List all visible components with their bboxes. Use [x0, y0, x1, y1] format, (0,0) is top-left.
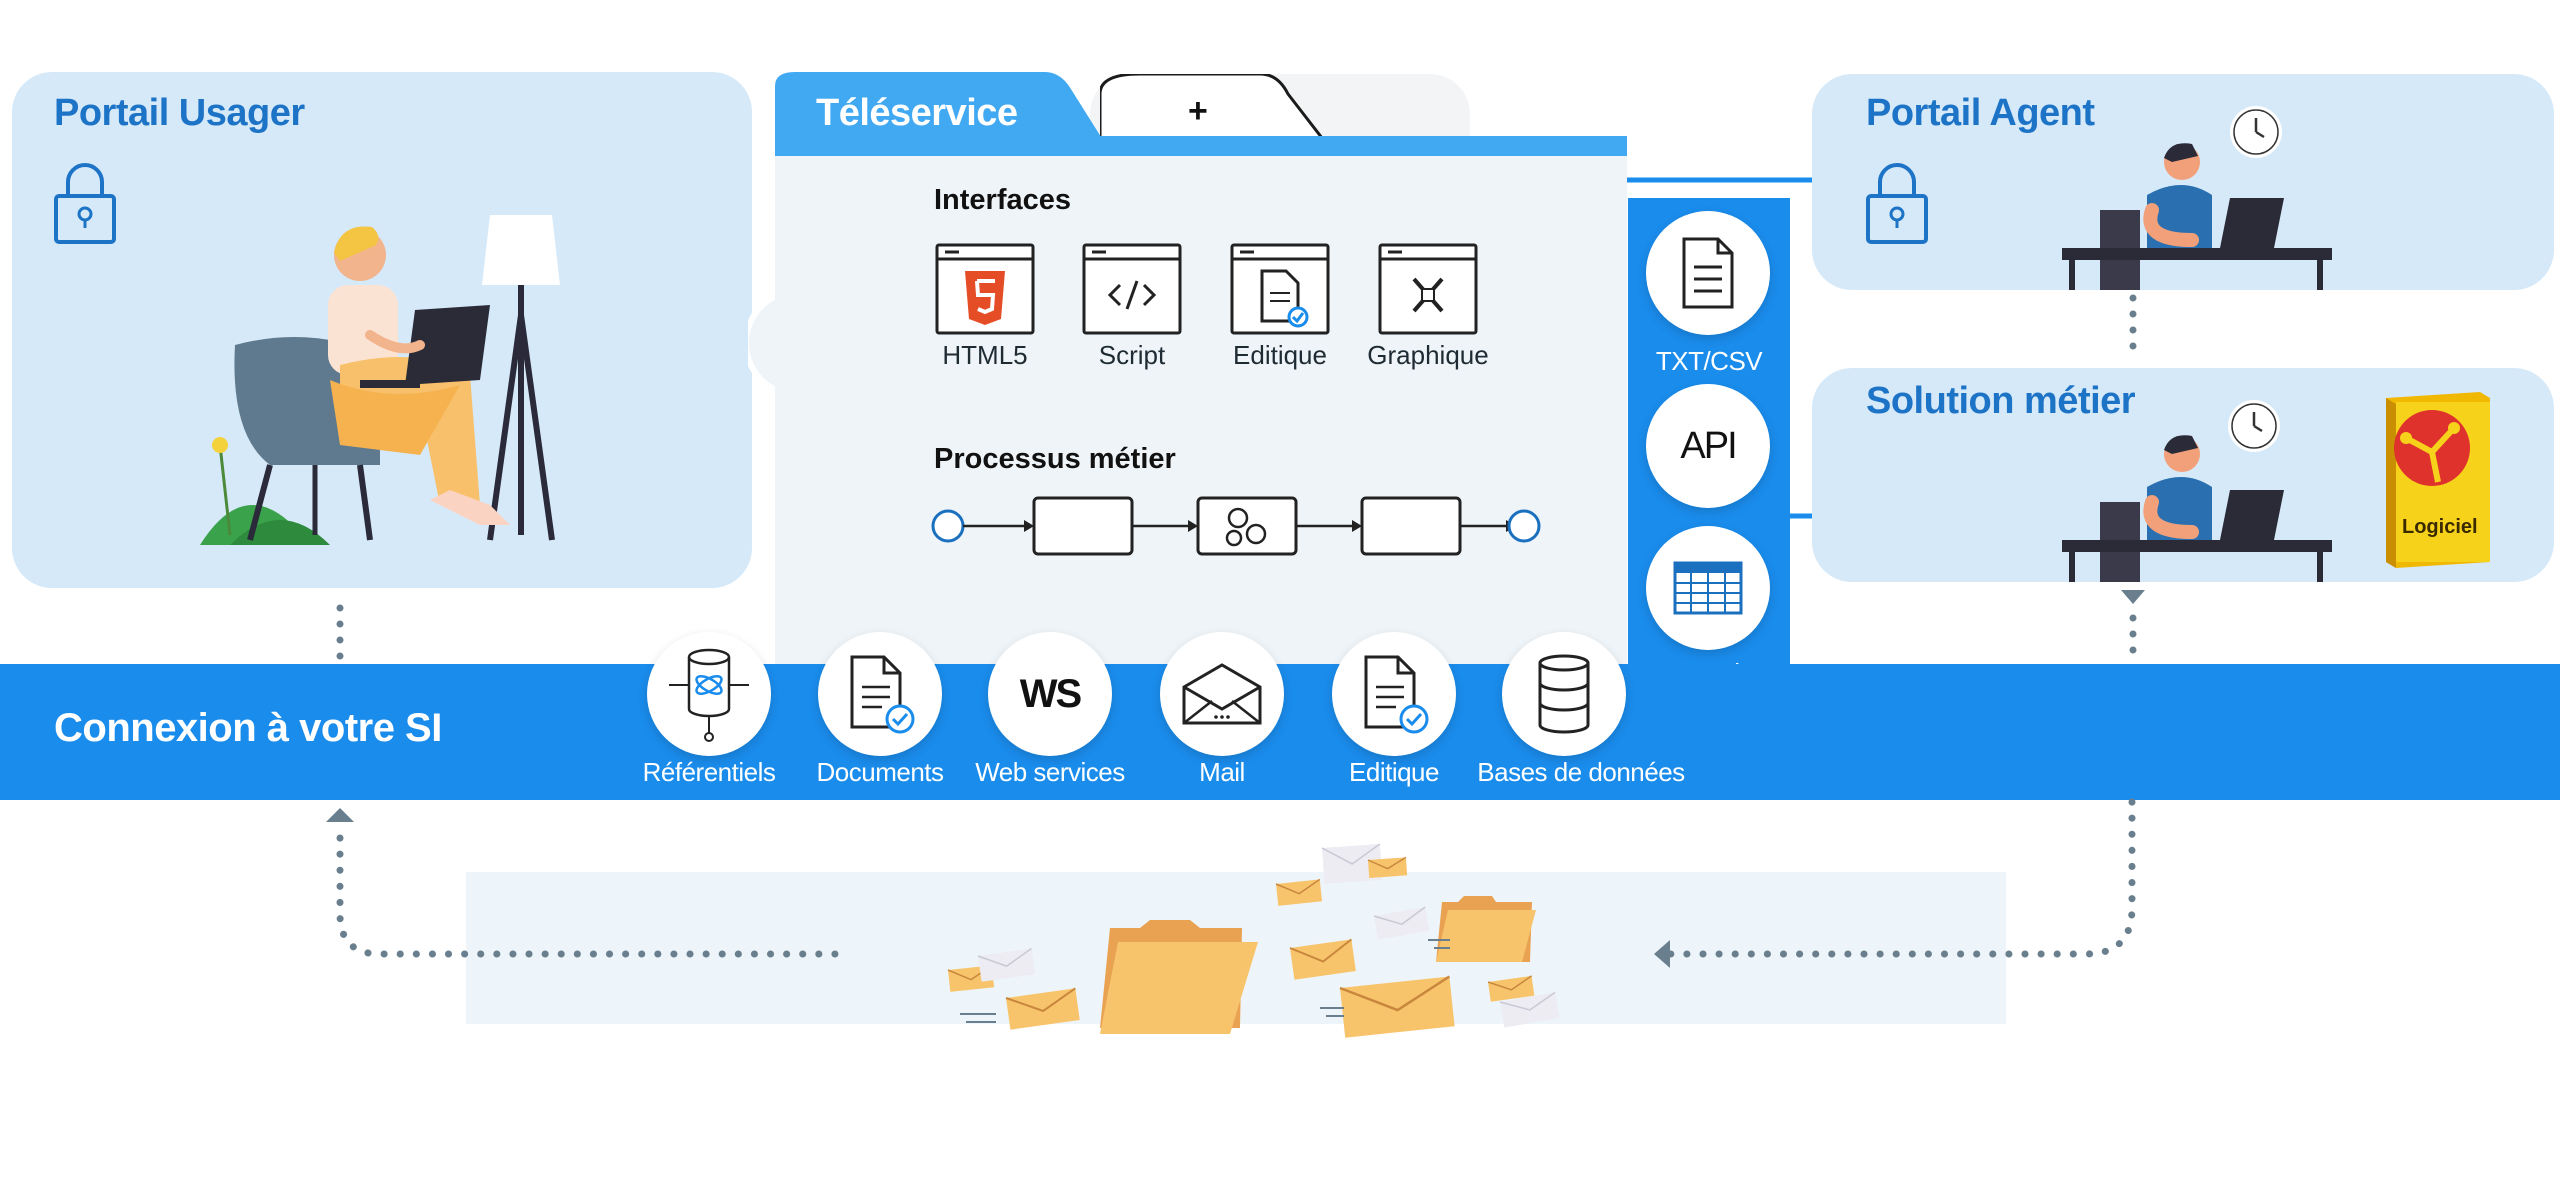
clock-icon — [2228, 104, 2284, 160]
teleservice-add-tab[interactable] — [1100, 74, 1340, 138]
teleservice-tab[interactable] — [775, 72, 1125, 156]
interfaces-heading: Interfaces — [934, 184, 1072, 216]
document-check-icon — [1364, 655, 1429, 734]
html5-icon — [935, 243, 1035, 335]
clock-icon — [2226, 398, 2282, 454]
teleservice-window — [775, 136, 1627, 666]
export-excel[interactable] — [1646, 526, 1770, 650]
code-icon — [1082, 243, 1182, 335]
lock-icon — [1864, 158, 1930, 246]
connexion-label-editique: Editique — [1349, 757, 1439, 787]
connexion-web-services[interactable]: WS — [988, 632, 1112, 756]
document-check-icon — [850, 655, 915, 734]
dotted-link-agent-solution — [2127, 292, 2139, 364]
interface-label-script: Script — [1098, 340, 1166, 370]
dotted-link-usager-connexion — [334, 604, 346, 664]
logiciel-box-icon — [2376, 392, 2500, 568]
connexion-documents[interactable] — [818, 632, 942, 756]
export-txt-csv[interactable] — [1646, 211, 1770, 335]
interface-label-graphique: Graphique — [1367, 340, 1489, 370]
connexion-referentiels[interactable] — [647, 632, 771, 756]
connexion-label-referentiels: Référentiels — [642, 757, 776, 787]
interface-label-html5: HTML5 — [942, 340, 1028, 370]
ws-icon-text: WS — [1019, 671, 1082, 716]
processus-heading: Processus métier — [934, 443, 1176, 475]
envelope-icon — [1182, 663, 1262, 725]
connexion-bases-de-donnees[interactable] — [1502, 632, 1626, 756]
text-file-icon — [1682, 237, 1734, 309]
connexion-label-bases-de-donnees: Bases de données — [1477, 757, 1685, 787]
connexion-title: Connexion à votre SI — [54, 706, 442, 750]
design-tools-icon — [1378, 243, 1478, 335]
portail-usager-title: Portail Usager — [54, 92, 305, 134]
logiciel-box-label: Logiciel — [2402, 516, 2478, 538]
folders-envelopes-illustration — [940, 838, 1580, 1048]
solution-metier-title: Solution métier — [1866, 380, 2136, 422]
agent-desk-illustration — [2052, 432, 2332, 582]
dotted-flow-right — [1640, 798, 2140, 978]
portail-agent-title: Portail Agent — [1866, 92, 2095, 134]
dotted-link-solution-connexion — [2118, 588, 2148, 664]
add-tab-label: + — [1188, 92, 1208, 130]
agent-desk-illustration — [2052, 140, 2332, 290]
connexion-editique[interactable] — [1332, 632, 1456, 756]
interface-label-editique: Editique — [1233, 340, 1327, 370]
dotted-flow-left — [322, 804, 842, 976]
document-check-icon — [1230, 243, 1330, 335]
api-icon-text: API — [1680, 424, 1737, 467]
connexion-label-web-services: Web services — [975, 757, 1125, 787]
database-network-icon — [669, 648, 749, 742]
connexion-label-mail: Mail — [1199, 757, 1245, 787]
connexion-mail[interactable] — [1160, 632, 1284, 756]
export-label-txt-csv: TXT/CSV — [1655, 346, 1763, 376]
lock-icon — [52, 158, 118, 246]
process-flow — [928, 492, 1544, 562]
export-api[interactable]: API — [1646, 384, 1770, 508]
teleservice-tab-label: Téléservice — [816, 92, 1018, 134]
arrow-to-portail-agent — [1627, 166, 1841, 196]
connexion-label-documents: Documents — [816, 757, 945, 787]
database-icon — [1538, 654, 1590, 734]
spreadsheet-icon — [1673, 561, 1743, 615]
user-laptop-illustration — [190, 205, 580, 550]
